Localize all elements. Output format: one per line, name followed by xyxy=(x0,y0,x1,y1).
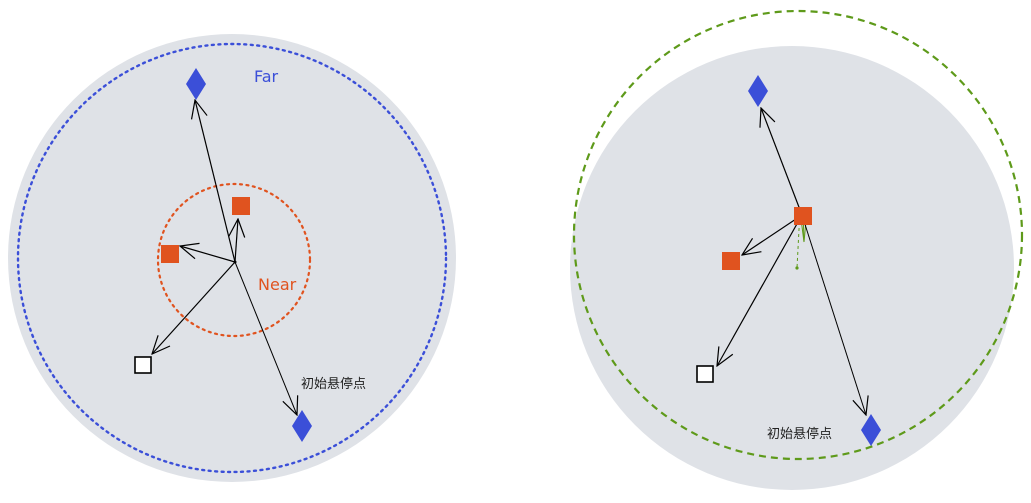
orange-square-icon xyxy=(722,252,740,270)
orange-square-icon xyxy=(161,245,179,263)
start-point-label: 初始悬停点 xyxy=(301,376,366,392)
arrow-to-near-left xyxy=(742,214,803,255)
arrow-to-near-left xyxy=(180,246,236,263)
left-background-disc xyxy=(8,34,456,482)
start-point-label: 初始悬停点 xyxy=(767,426,832,442)
orange-square-icon xyxy=(794,207,812,225)
arrow-to-far-bottom xyxy=(234,261,297,415)
right-panel: 初始悬停点 xyxy=(570,9,1024,490)
far-label: Far xyxy=(254,67,279,86)
blue-diamond-icon xyxy=(292,410,312,442)
arrow-to-far-top xyxy=(761,108,803,216)
arrow-to-near-top xyxy=(235,219,238,263)
blue-diamond-icon xyxy=(861,414,881,446)
blue-diamond-icon xyxy=(748,75,768,107)
far-ring xyxy=(16,42,448,474)
hollow-square-icon xyxy=(696,365,714,383)
search-ring xyxy=(572,9,1024,461)
right-background-disc xyxy=(570,46,1014,490)
blue-diamond-icon xyxy=(186,68,206,100)
hover-origin-dot xyxy=(233,260,237,264)
near-label: Near xyxy=(258,275,297,294)
orange-square-icon xyxy=(232,197,250,215)
arrow-to-far-bottom xyxy=(801,214,866,415)
hollow-square-icon xyxy=(134,356,152,374)
left-panel: Far Near 初始悬停点 xyxy=(8,34,456,482)
near-ring xyxy=(156,182,312,338)
arrow-to-empty xyxy=(717,214,803,366)
arrow-to-empty xyxy=(152,261,236,354)
